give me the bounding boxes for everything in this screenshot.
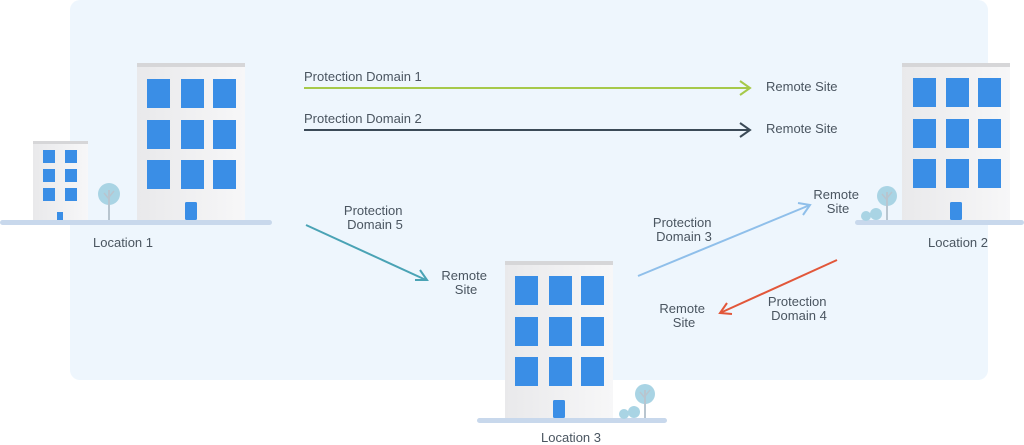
protection-domain-4-label: Protection Domain 4 (768, 294, 830, 323)
protection-domain-3-label: Protection Domain 3 (653, 215, 715, 244)
protection-domain-4-link: Protection Domain 4 Remote Site (659, 259, 838, 330)
protection-domain-2-link: Protection Domain 2 Remote Site (304, 111, 838, 138)
bush-icon (619, 406, 640, 419)
tall-building (137, 63, 245, 220)
arrow-pd5 (305, 224, 427, 281)
ground-line (477, 418, 667, 423)
tree-icon (635, 384, 655, 418)
tall-building (902, 63, 1010, 220)
protection-domain-2-label: Protection Domain 2 (304, 111, 422, 126)
remote-site-label: Remote Site (766, 79, 838, 94)
arrow-pd4 (719, 259, 838, 314)
tree-icon (877, 186, 897, 220)
location-2-site: Location 2 (855, 63, 1024, 250)
location-1-label: Location 1 (93, 235, 153, 250)
arrowhead-pd1 (739, 80, 752, 96)
arrowhead-pd3 (797, 202, 812, 216)
location-1-site: Location 1 (0, 63, 272, 250)
remote-site-label: Remote Site (441, 268, 490, 297)
small-building (33, 141, 88, 220)
arrowhead-pd2 (739, 122, 752, 138)
remote-site-label: Remote Site (813, 187, 862, 216)
location-3-site: Location 3 (477, 261, 667, 445)
location-3-label: Location 3 (541, 430, 601, 445)
ground-line (0, 220, 272, 225)
remote-site-label: Remote Site (766, 121, 838, 136)
ground-line (855, 220, 1024, 225)
protection-domain-3-link: Protection Domain 3 Remote Site (637, 187, 862, 277)
tall-building (505, 261, 613, 418)
protection-domain-1-label: Protection Domain 1 (304, 69, 422, 84)
tree-icon (98, 183, 120, 220)
bush-icon (861, 208, 882, 221)
arrowhead-pd4 (718, 302, 733, 315)
protection-domain-5-label: Protection Domain 5 (344, 203, 406, 232)
protection-domain-1-link: Protection Domain 1 Remote Site (304, 69, 838, 96)
protection-domain-5-link: Protection Domain 5 Remote Site (305, 203, 490, 297)
arrowhead-pd5 (415, 269, 429, 281)
location-2-label: Location 2 (928, 235, 988, 250)
arrow-pd3 (637, 204, 811, 277)
remote-site-label: Remote Site (659, 301, 708, 330)
